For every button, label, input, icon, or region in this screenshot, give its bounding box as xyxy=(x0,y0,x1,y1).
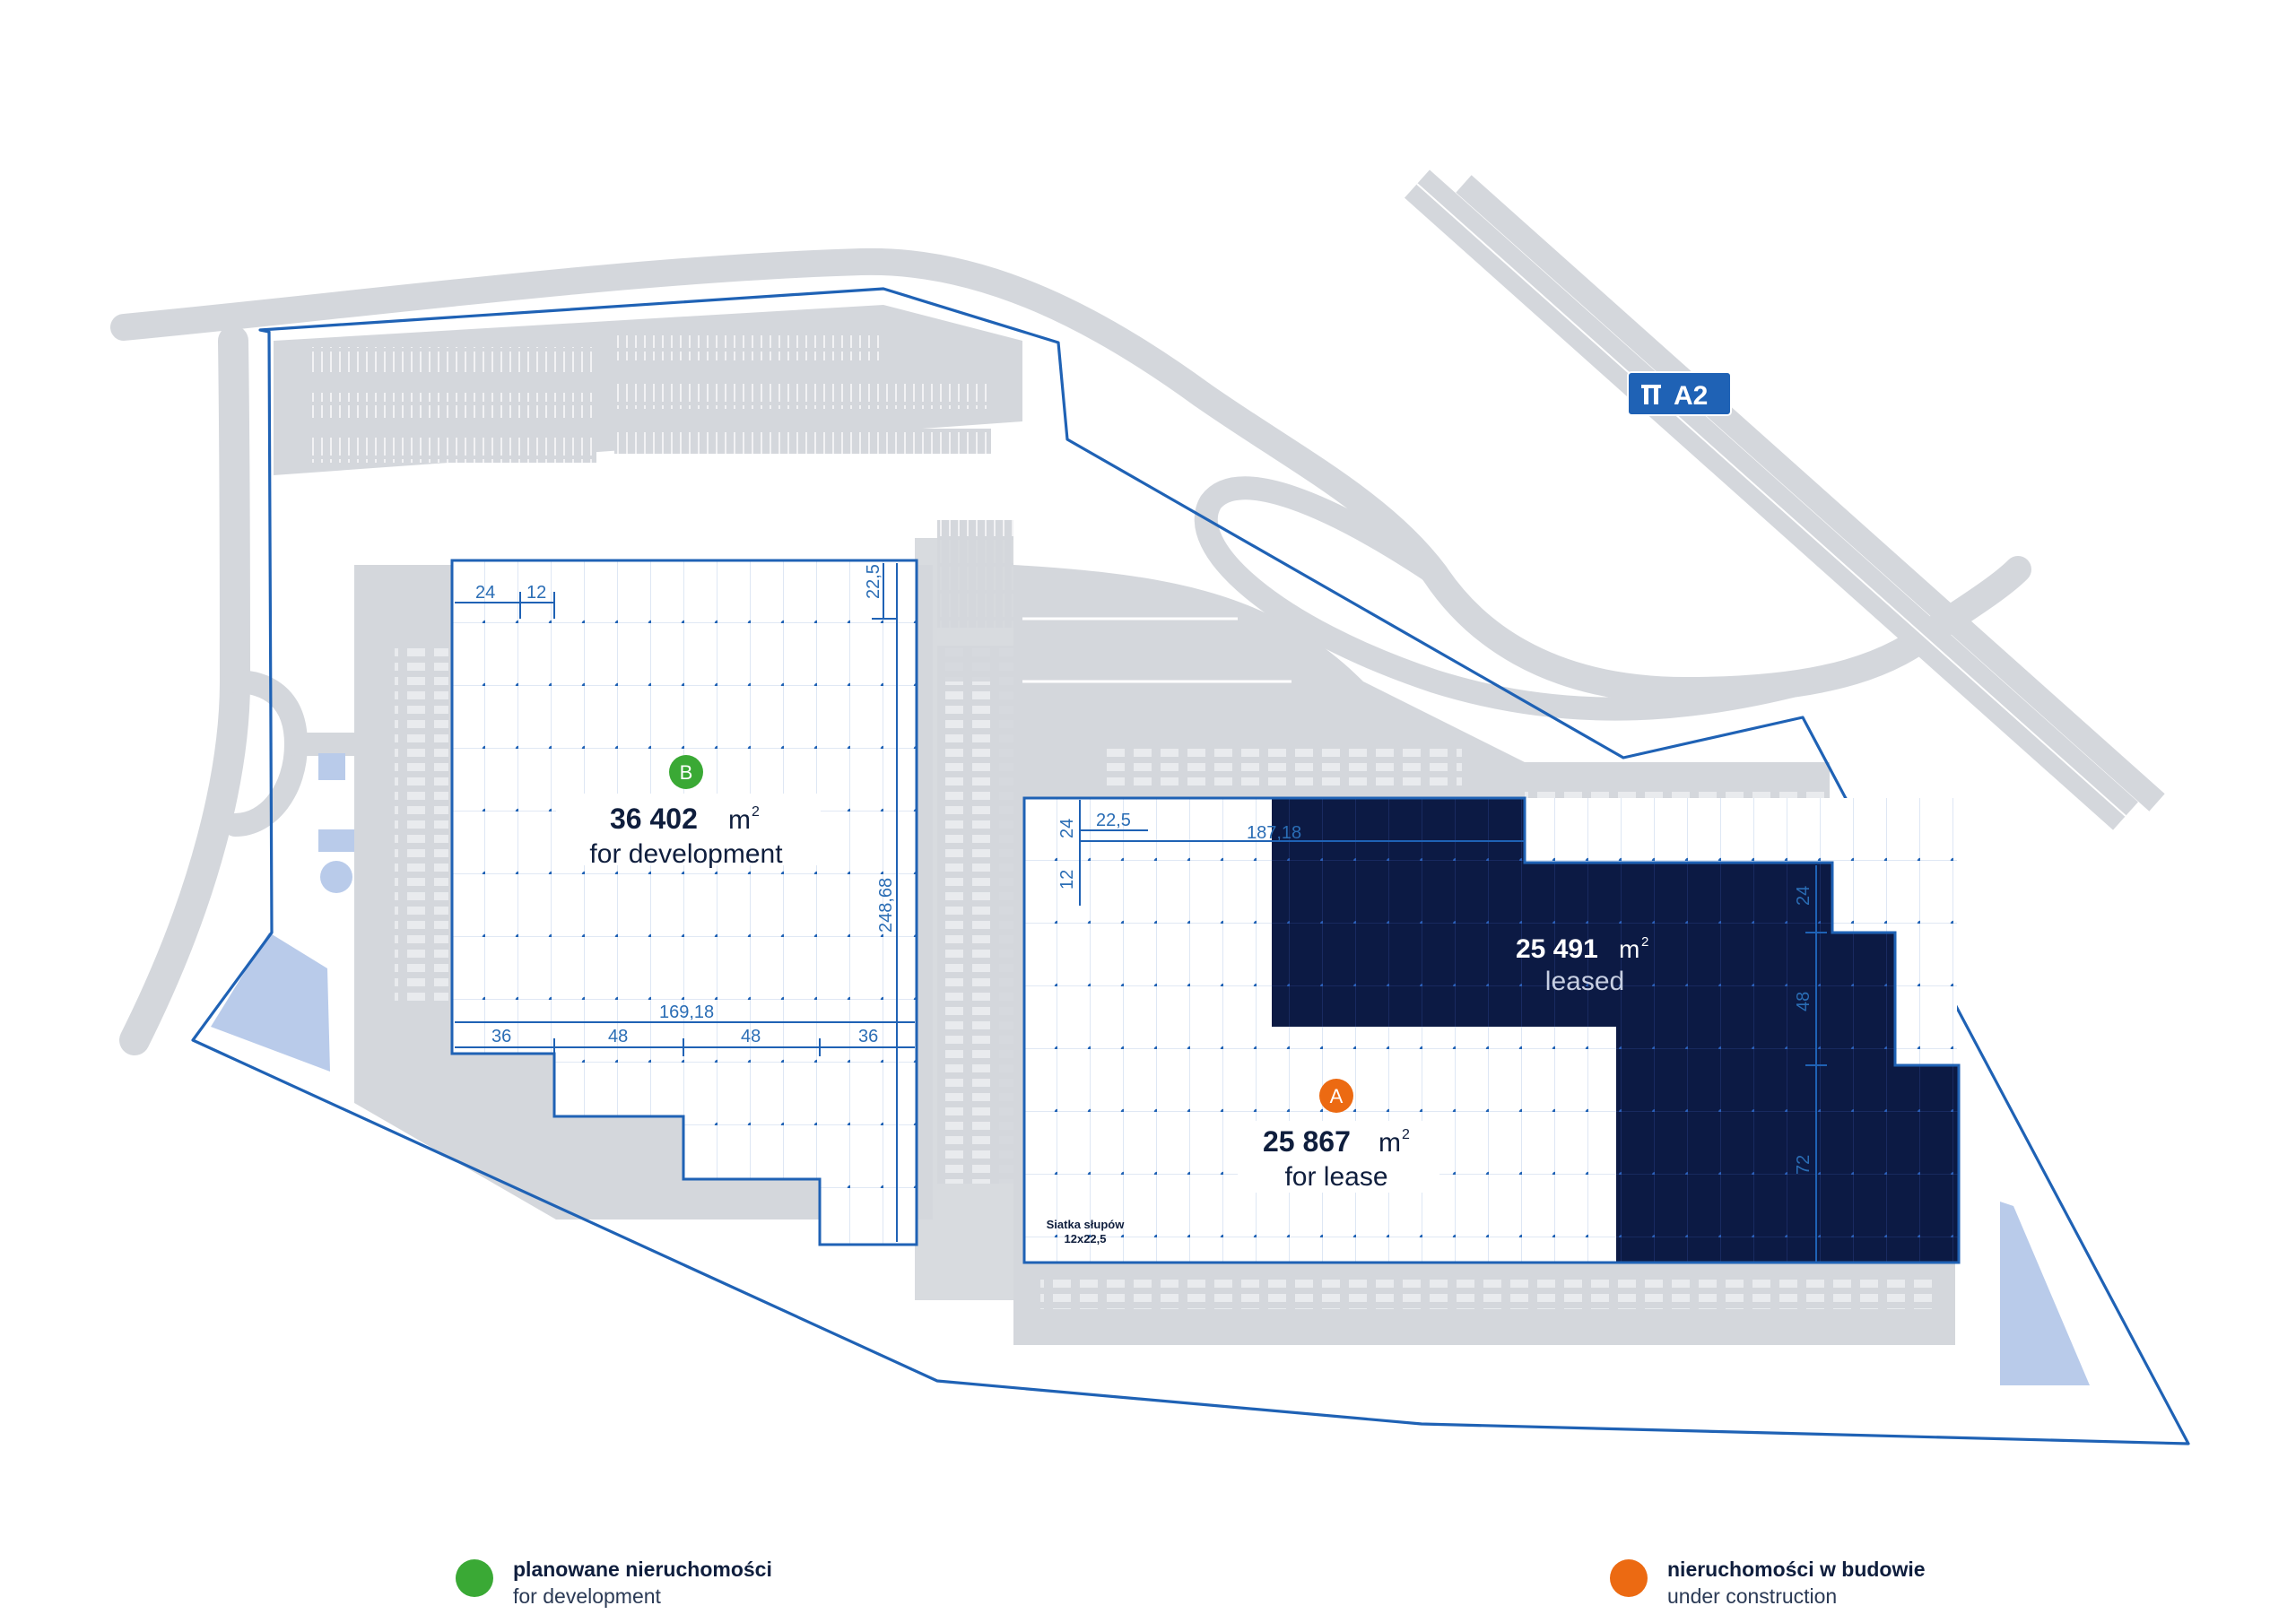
a-dim-bay: 22,5 xyxy=(1096,811,1131,830)
b-dim-seg2: 48 xyxy=(608,1027,628,1046)
motorway-icon xyxy=(1641,385,1661,404)
building-b[interactable] xyxy=(450,559,918,1246)
badge-b-letter: B xyxy=(680,761,693,784)
a-dim-right2: 48 xyxy=(1794,992,1813,1011)
b-dim-bay1: 24 xyxy=(475,583,495,603)
green-dot-icon xyxy=(456,1559,493,1597)
column-grid-note-size: 12x22,5 xyxy=(1065,1232,1107,1245)
building-b-unit: m xyxy=(728,805,751,835)
leased-area-unit-sup: 2 xyxy=(1641,934,1648,950)
b-dim-seg3: 48 xyxy=(741,1027,761,1046)
legend-title: planowane nieruchomości xyxy=(513,1558,772,1581)
badge-a-letter: A xyxy=(1330,1085,1344,1107)
building-a-unit-sup: 2 xyxy=(1402,1127,1410,1142)
b-dim-seg1: 36 xyxy=(491,1027,511,1046)
badge-b-icon xyxy=(669,755,703,789)
orange-dot-icon xyxy=(1610,1559,1648,1597)
leased-status: leased xyxy=(1545,967,1624,996)
a-dim-side: 12 xyxy=(1057,870,1077,890)
b-dim-depth: 22,5 xyxy=(864,564,883,599)
b-dim-seg4: 36 xyxy=(858,1027,878,1046)
building-a-area: 25 867 xyxy=(1263,1125,1351,1158)
a2-label: A2 xyxy=(1674,381,1708,411)
building-a-status: for lease xyxy=(1284,1162,1387,1192)
legend-title: nieruchomości w budowie xyxy=(1667,1558,1926,1581)
legend-for-development: planowane nieruchomości for development xyxy=(456,1556,772,1610)
a-dim-top: 24 xyxy=(1057,819,1077,838)
legend-subtitle: for development xyxy=(513,1584,661,1608)
building-a-dimensions xyxy=(1079,800,1827,1263)
a2-motorway xyxy=(1405,169,2165,830)
a-dim-right1: 24 xyxy=(1794,886,1813,906)
building-b-status: for development xyxy=(589,839,783,869)
leased-area-value: 25 491 xyxy=(1516,934,1598,964)
leased-area-unit: m xyxy=(1619,935,1639,963)
legend-subtitle: under construction xyxy=(1667,1584,1838,1608)
site-boundary xyxy=(191,287,2190,1445)
a-dim-width: 187,18 xyxy=(1247,823,1301,843)
building-a-unit: m xyxy=(1378,1128,1401,1158)
leased-area[interactable] xyxy=(1272,798,1959,1263)
building-b-unit-sup: 2 xyxy=(752,804,760,820)
building-b-area: 36 402 xyxy=(610,803,698,835)
b-dim-height: 248,68 xyxy=(876,878,896,933)
b-dim-bay2: 12 xyxy=(526,583,546,603)
b-dim-width: 169,18 xyxy=(659,1002,714,1022)
a-dim-right3: 72 xyxy=(1794,1155,1813,1175)
column-grid-note: Siatka słupów xyxy=(1047,1218,1126,1231)
badge-a-icon xyxy=(1319,1079,1353,1113)
legend-under-construction: nieruchomości w budowie under constructi… xyxy=(1610,1556,1926,1610)
a2-sign: A2 xyxy=(1627,371,1732,416)
building-b-dimensions xyxy=(455,563,915,1242)
retention-ponds xyxy=(211,753,2090,1385)
north-car-park xyxy=(274,305,1022,475)
